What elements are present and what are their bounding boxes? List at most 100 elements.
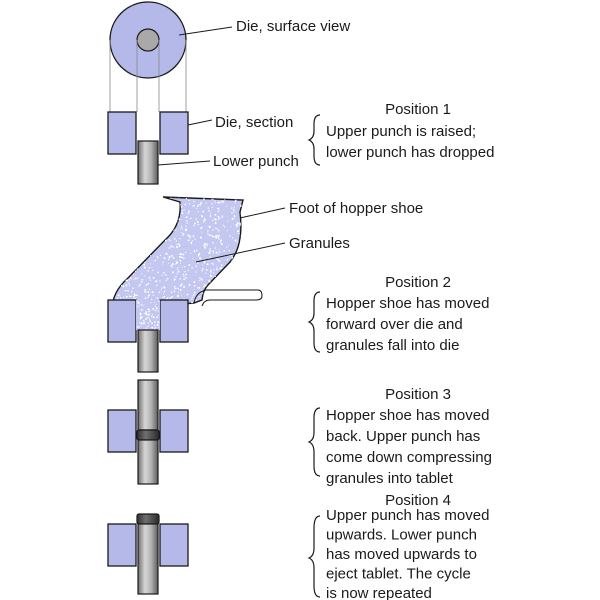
granule-dot — [153, 232, 156, 235]
granule-dot — [179, 253, 181, 255]
granule-dot — [176, 246, 178, 249]
granule-dot — [218, 201, 221, 204]
granule-dot — [135, 243, 137, 245]
granule-dot — [130, 277, 132, 279]
granule-dot — [173, 204, 176, 207]
granule-dot — [140, 243, 142, 245]
granule-dot — [196, 205, 199, 208]
lower-punch — [137, 523, 159, 595]
granule-dot — [124, 233, 126, 235]
granule-dot — [134, 243, 137, 246]
granule-dot — [127, 218, 129, 220]
granule-dot — [148, 309, 151, 311]
die-section-left — [107, 523, 137, 567]
granule-dot — [134, 196, 135, 197]
granule-dot — [118, 244, 120, 246]
granule-dot — [234, 258, 236, 260]
granule-dot — [186, 293, 189, 296]
granule-dot — [191, 311, 193, 313]
granule-dot — [200, 303, 202, 305]
granule-dot — [124, 230, 126, 232]
granule-dot — [138, 326, 140, 329]
lower-punch — [137, 329, 159, 373]
granule-dot — [148, 232, 151, 235]
granule-dot — [145, 312, 147, 315]
granule-dot — [203, 261, 206, 264]
leader-line — [187, 119, 213, 126]
granule-dot — [127, 251, 130, 253]
granule-dot — [158, 291, 161, 294]
granule-dot — [113, 257, 115, 259]
granule-dot — [166, 277, 169, 280]
granule-dot — [152, 276, 155, 279]
granule-dot — [130, 218, 132, 220]
granule-dot — [191, 267, 193, 269]
granule-dot — [170, 291, 173, 294]
granule-dot — [125, 231, 127, 233]
granule-dot — [112, 225, 114, 228]
granule-dot — [121, 247, 124, 249]
granule-dot — [112, 234, 114, 236]
granule-dot — [168, 205, 171, 208]
granule-dot — [195, 218, 197, 220]
granule-dot — [239, 266, 241, 268]
granule-dot — [143, 241, 145, 244]
granule-dot — [230, 207, 233, 209]
granule-dot — [135, 261, 137, 264]
granule-dot — [224, 300, 227, 303]
granule-dot — [148, 214, 150, 216]
granule-dot — [226, 258, 229, 261]
granule-dot — [128, 278, 131, 281]
granule-dot — [215, 235, 218, 238]
position-2-illustration: Foot of hopper shoe Granules — [107, 195, 423, 373]
granule-dot — [157, 314, 160, 316]
granule-dot — [212, 250, 214, 252]
granule-dot — [121, 255, 123, 257]
granule-dot — [205, 284, 207, 286]
granule-dot — [151, 203, 153, 205]
granule-dot — [141, 223, 143, 226]
granule-dot — [185, 273, 187, 276]
granule-dot — [191, 298, 193, 300]
granule-dot — [145, 291, 147, 293]
granule-dot — [173, 290, 176, 292]
granule-dot — [164, 220, 167, 222]
granule-dot — [129, 201, 131, 203]
position-3-line: granules into tablet — [326, 470, 454, 487]
granule-dot — [198, 280, 200, 282]
granule-dot — [112, 286, 113, 289]
granule-dot — [210, 213, 212, 215]
granule-dot — [200, 226, 203, 229]
granule-dot — [147, 282, 150, 285]
granule-dot — [148, 195, 149, 196]
granule-dot — [124, 262, 127, 265]
granule-dot — [154, 305, 156, 308]
granule-dot — [150, 279, 152, 281]
granule-dot — [144, 275, 146, 277]
granule-dot — [213, 282, 215, 285]
granule-dot — [124, 289, 127, 292]
granule-dot — [171, 222, 173, 224]
granule-dot — [178, 218, 181, 221]
granule-dot — [220, 264, 223, 266]
granule-dot — [242, 197, 243, 198]
granule-dot — [181, 209, 184, 212]
granule-dot — [147, 310, 150, 313]
granule-dot — [206, 243, 208, 245]
granule-dot — [124, 235, 126, 238]
granule-dot — [114, 274, 117, 277]
granule-dot — [235, 225, 238, 228]
hopper-foot-lip — [193, 289, 263, 307]
granule-dot — [218, 229, 220, 232]
granule-dot — [139, 313, 142, 316]
granule-dot — [218, 234, 220, 237]
granule-dot — [220, 309, 222, 310]
granule-dot — [175, 229, 177, 231]
granule-dot — [203, 285, 205, 288]
granule-dot — [171, 295, 173, 297]
granule-dot — [142, 248, 145, 250]
granule-dot — [139, 236, 142, 238]
granule-dot — [152, 294, 155, 296]
granule-dot — [234, 200, 237, 203]
